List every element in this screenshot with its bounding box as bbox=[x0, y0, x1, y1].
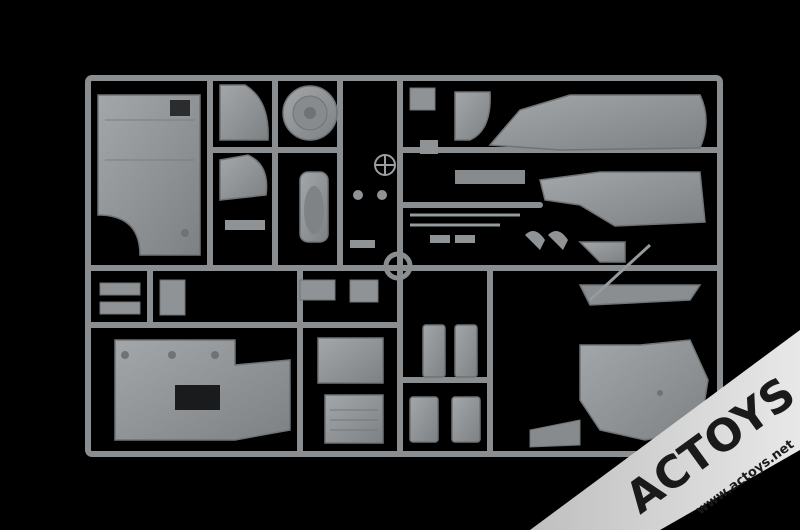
part-chassis-rails bbox=[410, 213, 702, 306]
part-fender-bottom bbox=[219, 154, 268, 201]
part-cab-roof-panel bbox=[454, 91, 707, 151]
part-box-bracket bbox=[578, 241, 626, 263]
part-small-brackets bbox=[99, 279, 379, 316]
part-steering-wheel bbox=[374, 154, 396, 176]
sprue-hub-ring bbox=[383, 251, 413, 281]
part-tire-halves bbox=[409, 324, 481, 443]
part-cab-side-panel bbox=[455, 170, 706, 227]
part-engine-block bbox=[299, 171, 329, 243]
part-spare-wheel bbox=[282, 85, 338, 141]
sprue-frame bbox=[85, 75, 723, 457]
part-small-details bbox=[225, 87, 475, 248]
part-large-hull-panel bbox=[97, 94, 201, 256]
watermark-band bbox=[530, 330, 800, 530]
part-fender-top bbox=[219, 84, 269, 141]
part-floor-plate bbox=[114, 339, 291, 441]
part-grille-panel bbox=[324, 394, 384, 444]
part-door-panel bbox=[317, 337, 384, 384]
part-headlamps bbox=[525, 231, 568, 250]
